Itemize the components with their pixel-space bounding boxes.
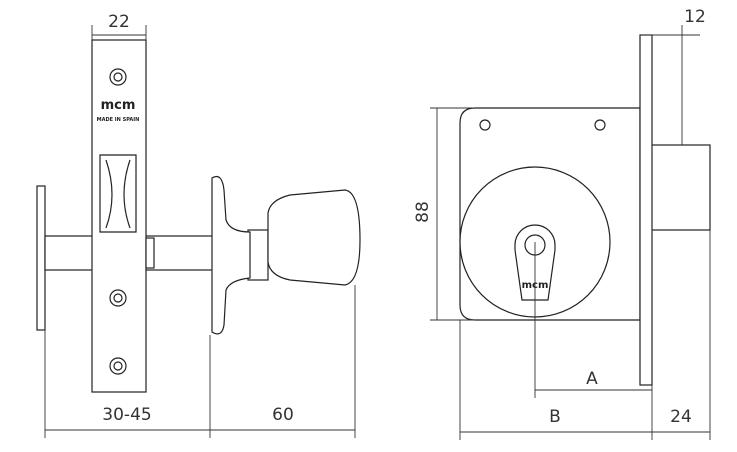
dim-a: A: [586, 369, 598, 389]
dim-60: 60: [272, 405, 294, 425]
right-faceplate: [639, 34, 653, 386]
latch-bolt: [99, 154, 137, 233]
lock-faceplate: [91, 39, 147, 393]
dim-12: 12: [684, 7, 706, 27]
knob: [267, 189, 361, 286]
brand-logo: mcm: [101, 98, 136, 113]
dim-24: 24: [670, 407, 692, 427]
dim-88: 88: [413, 201, 433, 223]
front-view: mcm 88 12 A B 24: [413, 7, 711, 440]
dim-30-45: 30-45: [102, 405, 151, 425]
made-in-label: MADE IN SPAIN: [97, 117, 140, 123]
dim-b: B: [549, 407, 561, 427]
left-side-view: mcm MADE IN SPAIN 22 30-45 60: [36, 12, 361, 438]
inner-rose-plate: [36, 185, 46, 331]
dim-22: 22: [108, 12, 130, 32]
outer-rose: [211, 175, 251, 335]
